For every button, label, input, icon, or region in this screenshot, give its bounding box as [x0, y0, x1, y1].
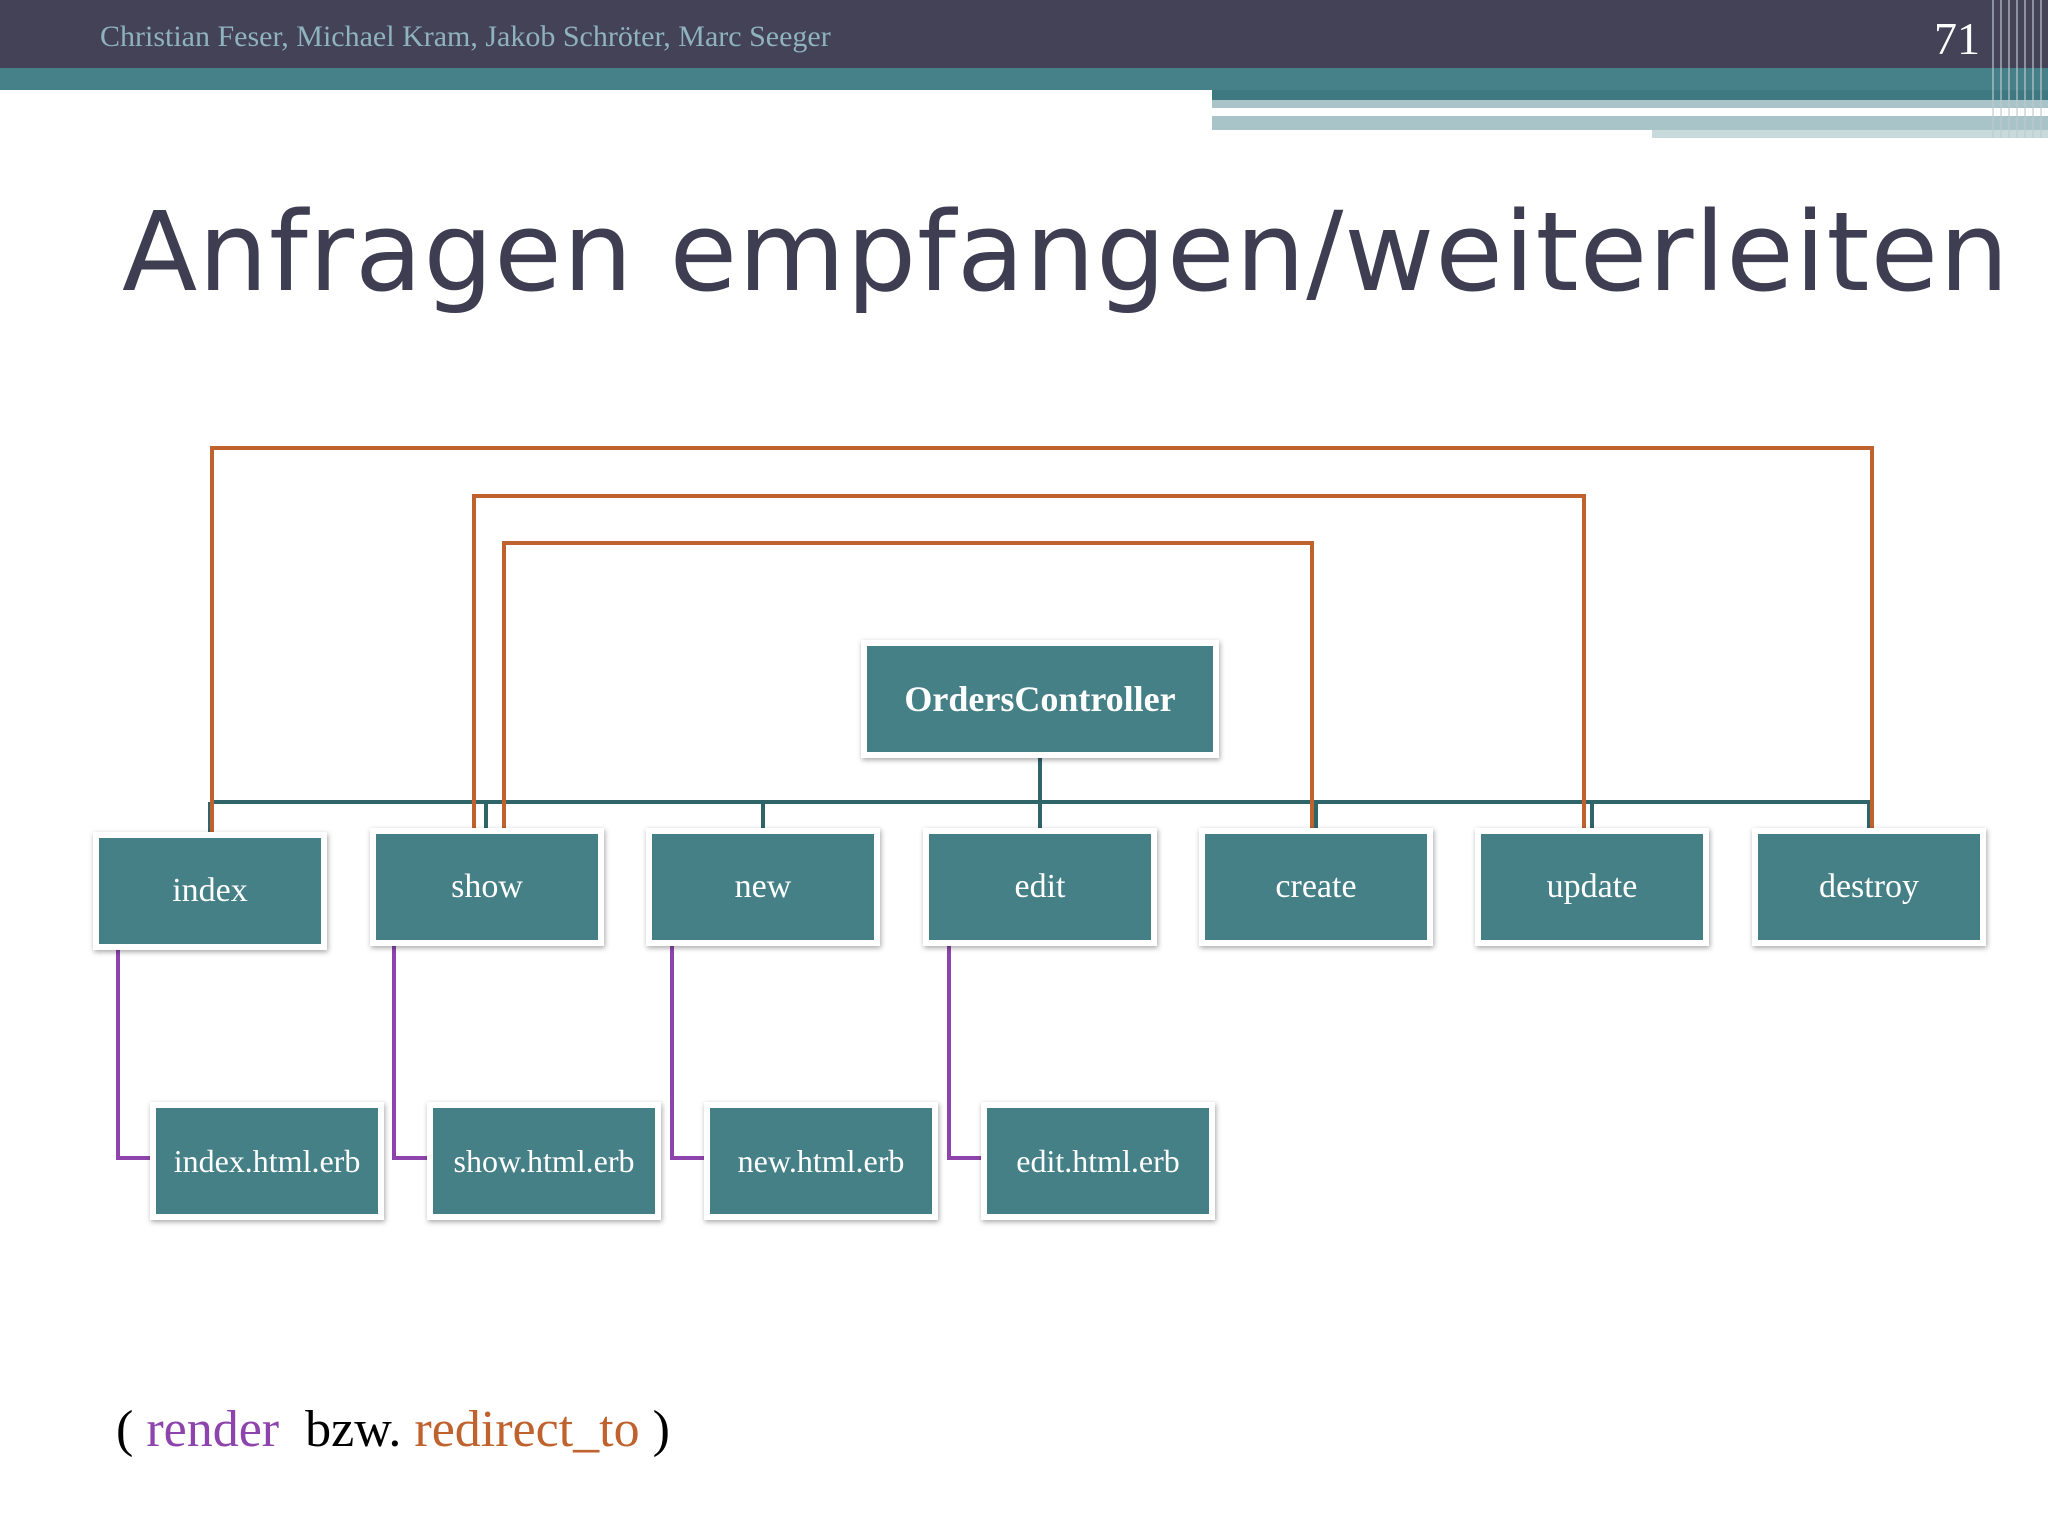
decor-band-lighter — [1212, 116, 2048, 130]
legend-open-paren: ( — [116, 1401, 147, 1458]
action-node-index: index — [93, 832, 327, 950]
page-number: 71 — [1934, 13, 1980, 64]
decor-band-teal-dark — [1212, 90, 2048, 100]
action-node-create: create — [1199, 828, 1433, 946]
legend-middle: bzw. — [279, 1401, 415, 1458]
authors-text: Christian Feser, Michael Kram, Jakob Sch… — [100, 20, 831, 53]
action-node-update: update — [1475, 828, 1709, 946]
legend-render: render — [146, 1401, 280, 1458]
slide-title: Anfragen empfangen/weiterleiten — [122, 188, 2010, 316]
render-line-new — [670, 946, 706, 1160]
redirect-line-show-create — [502, 541, 1314, 828]
render-line-index — [116, 950, 152, 1160]
view-node-new: new.html.erb — [704, 1102, 938, 1220]
view-node-edit: edit.html.erb — [981, 1102, 1215, 1220]
legend-redirect-to: redirect_to — [414, 1401, 640, 1458]
redirect-line-index-destroy — [210, 446, 1874, 832]
decor-band-white-line — [1212, 110, 1897, 116]
decor-band-light — [1212, 100, 2048, 108]
decor-vertical-lines — [1986, 0, 2048, 138]
action-node-new: new — [646, 828, 880, 946]
view-node-show: show.html.erb — [427, 1102, 661, 1220]
controller-node: OrdersController — [861, 640, 1219, 758]
action-node-show: show — [370, 828, 604, 946]
decor-band-teal — [0, 68, 2048, 90]
header-bar — [0, 0, 2048, 68]
render-line-edit — [947, 946, 983, 1160]
legend-close-paren: ) — [639, 1401, 670, 1458]
legend: ( render bzw. redirect_to ) — [116, 1400, 670, 1459]
action-node-edit: edit — [923, 828, 1157, 946]
decor-band-fade — [1652, 130, 2048, 138]
view-node-index: index.html.erb — [150, 1102, 384, 1220]
action-node-destroy: destroy — [1752, 828, 1986, 946]
render-line-show — [392, 946, 428, 1160]
redirect-line-show-update — [472, 494, 1586, 828]
